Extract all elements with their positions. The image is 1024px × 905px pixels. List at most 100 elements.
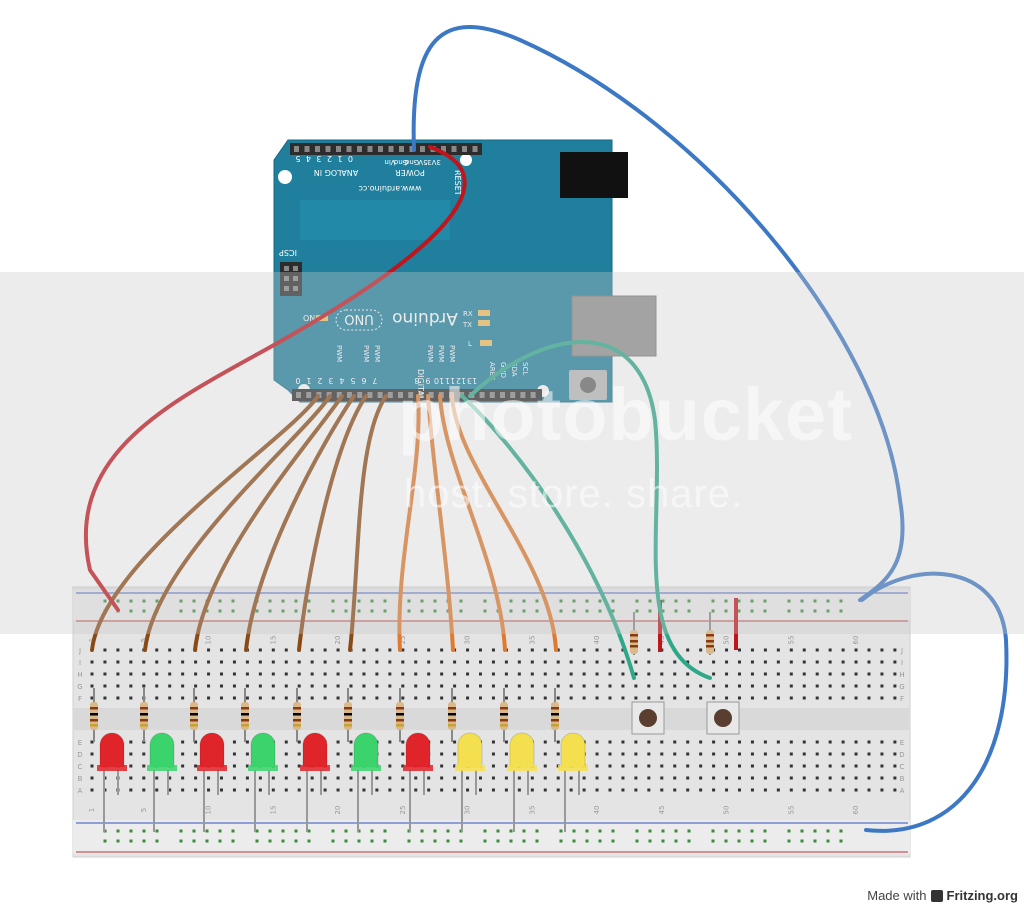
column-number: 25: [399, 806, 407, 815]
rail-hole: [611, 609, 615, 613]
rail-hole: [344, 599, 348, 603]
breadboard-hole: [453, 684, 457, 688]
breadboard-hole: [116, 684, 120, 688]
breadboard-hole: [750, 752, 754, 756]
breadboard-hole: [310, 788, 314, 792]
rail-hole: [800, 599, 804, 603]
rail-hole: [357, 599, 361, 603]
rail-hole: [433, 829, 437, 833]
resistor-band: [630, 634, 638, 637]
breadboard-hole: [673, 740, 677, 744]
rail-hole: [255, 839, 259, 843]
breadboard-hole: [207, 776, 211, 780]
breadboard-hole: [543, 696, 547, 700]
led-base: [507, 765, 537, 771]
breadboard-hole: [828, 776, 832, 780]
breadboard-hole: [491, 672, 495, 676]
breadboard-hole: [375, 660, 379, 664]
breadboard-hole: [168, 648, 172, 652]
rail-hole: [737, 609, 741, 613]
breadboard-hole: [725, 776, 729, 780]
rail-hole: [268, 599, 272, 603]
breadboard-hole: [750, 660, 754, 664]
breadboard-hole: [815, 788, 819, 792]
breadboard-hole: [129, 660, 133, 664]
header-pin: [357, 146, 362, 152]
digital-pin-label: 4: [339, 376, 344, 385]
breadboard-hole: [388, 672, 392, 676]
rail-hole: [737, 599, 741, 603]
rail-hole: [307, 839, 311, 843]
breadboard-hole: [738, 648, 741, 652]
header-pin: [294, 146, 299, 152]
breadboard-hole: [401, 684, 405, 688]
rail-hole: [218, 839, 222, 843]
breadboard-hole: [232, 672, 236, 676]
breadboard-hole: [854, 696, 858, 700]
rail-hole: [750, 599, 754, 603]
mounting-hole: [278, 170, 292, 184]
breadboard-hole: [466, 648, 470, 652]
breadboard-hole: [595, 752, 599, 756]
breadboard-hole: [776, 764, 780, 768]
breadboard-hole: [297, 788, 301, 792]
breadboard-hole: [841, 740, 845, 744]
header-pin: [451, 146, 457, 152]
breadboard-hole: [673, 672, 677, 676]
breadboard-hole: [103, 684, 107, 688]
rail-hole: [800, 609, 804, 613]
row-letter: C: [900, 763, 905, 771]
breadboard-hole: [245, 752, 249, 756]
wire-orange: [450, 394, 558, 652]
breadboard-hole: [776, 776, 780, 780]
breadboard-hole: [271, 660, 275, 664]
breadboard-hole: [362, 788, 366, 792]
breadboard-hole: [893, 684, 897, 688]
rx-led: [478, 310, 490, 316]
rail-hole: [787, 609, 791, 613]
breadboard-hole: [297, 764, 301, 768]
rail-hole: [711, 599, 715, 603]
row-letter: A: [900, 787, 905, 795]
row-letter: A: [78, 787, 83, 795]
rail-hole: [331, 829, 335, 833]
resistor-band: [706, 640, 714, 643]
digital-pin-label: 12: [456, 376, 466, 385]
rail-hole: [813, 829, 817, 833]
rail-hole: [711, 609, 715, 613]
breadboard-hole: [595, 764, 599, 768]
breadboard-hole: [517, 696, 521, 700]
breadboard-hole: [336, 776, 340, 780]
breadboard-hole: [893, 740, 897, 744]
breadboard-hole: [245, 696, 249, 700]
breadboard-hole: [569, 660, 573, 664]
column-number: 45: [658, 806, 666, 815]
breadboard-hole: [699, 764, 703, 768]
row-letter: J: [78, 647, 81, 655]
breadboard-hole: [362, 696, 366, 700]
breadboard-hole: [207, 648, 211, 652]
breadboard-hole: [414, 648, 418, 652]
breadboard-hole: [336, 752, 340, 756]
column-number: 60: [852, 636, 860, 645]
fritzing-credit[interactable]: Made with Fritzing.org: [867, 888, 1018, 903]
column-number: 5: [140, 808, 148, 812]
breadboard-hole: [284, 776, 288, 780]
breadboard-hole: [776, 740, 780, 744]
breadboard-hole: [660, 752, 664, 756]
rail-hole: [559, 829, 563, 833]
rail-hole: [255, 829, 259, 833]
resistor-band: [140, 713, 148, 716]
rail-hole: [446, 829, 450, 833]
breadboard-hole: [414, 660, 418, 664]
breadboard-hole: [621, 660, 625, 664]
pwm-label: PWM: [335, 345, 343, 362]
breadboard-hole: [880, 788, 884, 792]
on-label: ON: [303, 314, 315, 323]
rail-hole: [724, 829, 728, 833]
rail-hole: [116, 829, 120, 833]
row-letter: H: [899, 671, 904, 679]
resistor-band: [293, 719, 301, 722]
breadboard-hole: [375, 648, 379, 652]
breadboard-hole: [828, 764, 832, 768]
